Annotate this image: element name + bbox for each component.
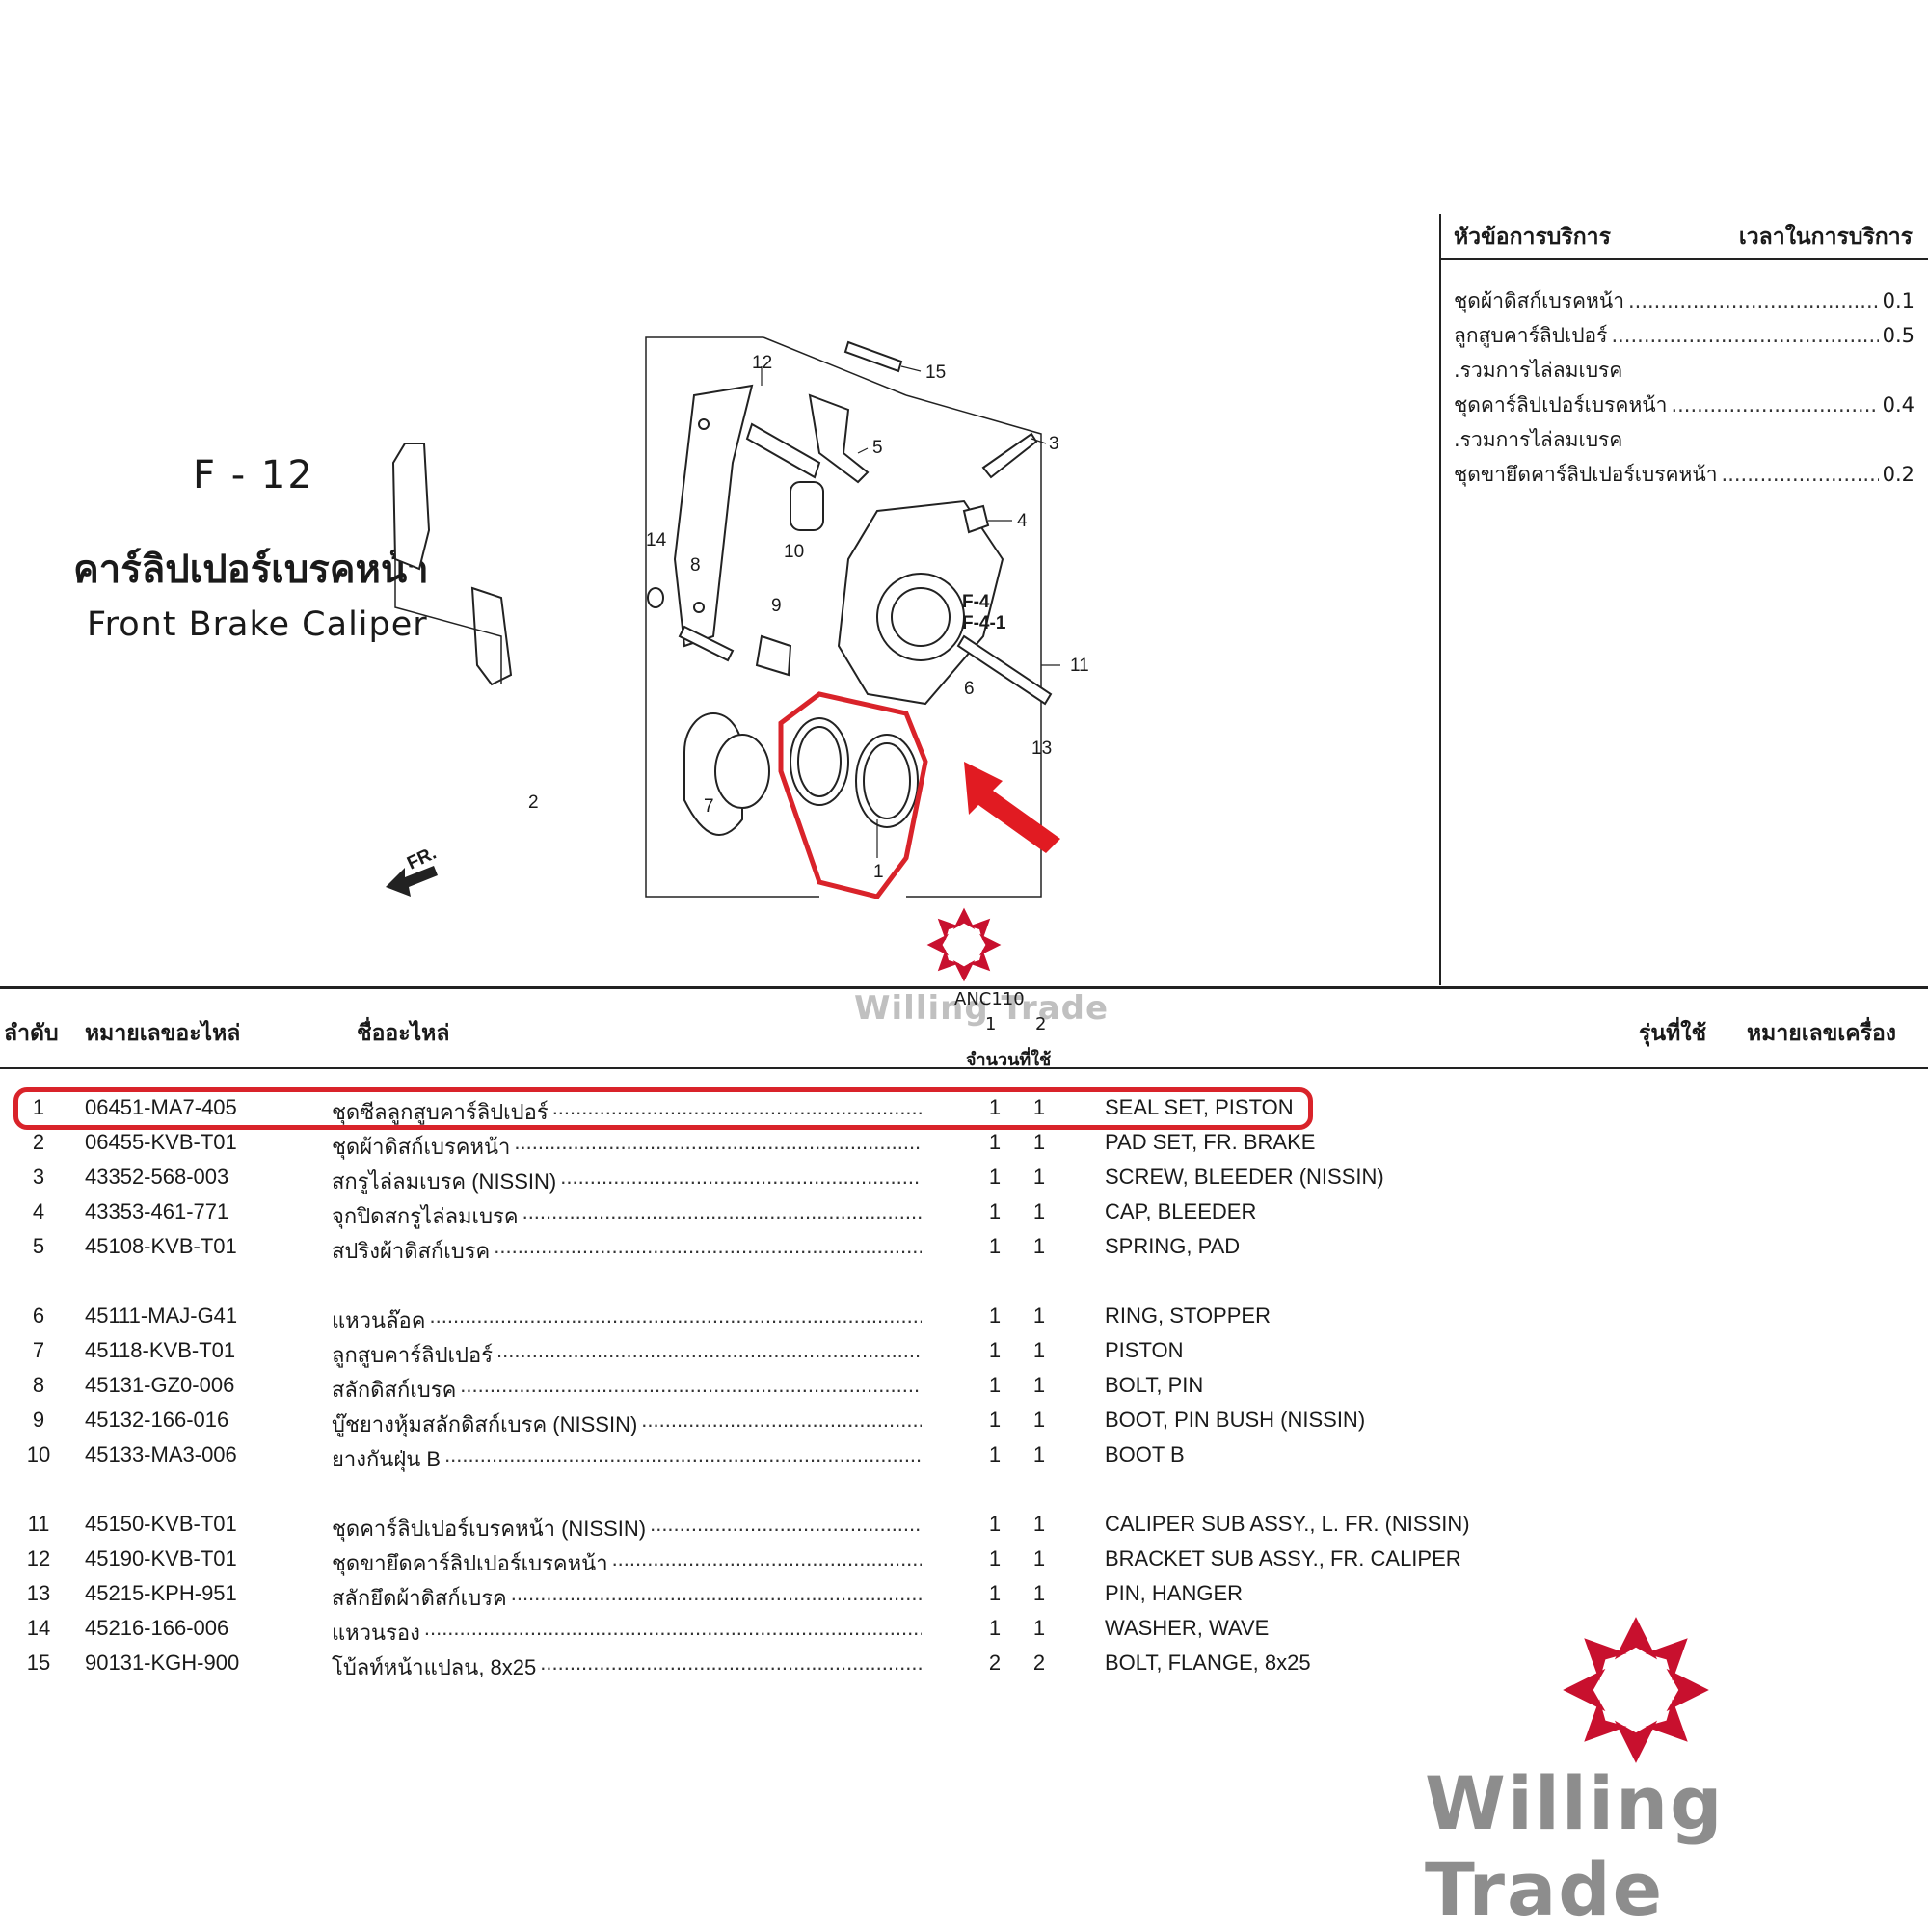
callout-10: 10 — [784, 542, 804, 562]
service-header-time: เวลาในการบริการ — [1738, 225, 1913, 250]
service-item: ชุดขายึดคาร์ลิปเปอร์เบรคหน้า0.2 — [1454, 459, 1915, 494]
callout-12: 12 — [752, 353, 772, 373]
callout-11: 11 — [1070, 656, 1089, 676]
callout-2: 2 — [528, 792, 539, 813]
callout-4: 4 — [1017, 511, 1028, 531]
column-header-variant-2: 2 — [1035, 1014, 1047, 1034]
callout-9: 9 — [771, 596, 782, 616]
section-code: F - 12 — [193, 453, 314, 497]
column-header-model-name: ANC110 — [954, 989, 1025, 1009]
panel-divider — [1439, 214, 1441, 985]
callout-5: 5 — [872, 438, 883, 458]
column-header-quantity: จำนวนที่ใช้ — [966, 1050, 1052, 1070]
callout-14: 14 — [646, 530, 667, 550]
column-header-variant-1: 1 — [985, 1014, 997, 1034]
service-item: ชุดผ้าดิสก์เบรคหน้า0.1 — [1454, 285, 1915, 320]
service-header-title: หัวข้อการบริการ — [1454, 225, 1611, 250]
highlight-arrow — [964, 762, 1060, 853]
service-list: ชุดผ้าดิสก์เบรคหน้า0.1 ลูกสูบคาร์ลิปเปอร… — [1454, 285, 1915, 494]
callout-6: 6 — [964, 679, 975, 699]
callout-7: 7 — [704, 796, 714, 817]
highlight-marker — [778, 691, 928, 899]
company-logo-text: Willing Trade — [1425, 1760, 1725, 1932]
company-logo-large — [1563, 1617, 1709, 1763]
column-header-part-name: ชื่ออะไหล่ — [357, 1021, 450, 1046]
company-logo-small — [926, 907, 1002, 982]
callout-3: 3 — [1049, 434, 1059, 454]
column-header-part-number: หมายเลขอะไหล่ — [85, 1021, 241, 1046]
column-header-no: ลำดับ — [4, 1021, 59, 1046]
ref-f4: F-4 — [962, 592, 990, 612]
highlighted-row-outline — [13, 1087, 1313, 1130]
service-item-note: .รวมการไล่ลมเบรค — [1454, 359, 1623, 382]
service-item: ลูกสูบคาร์ลิปเปอร์0.5 — [1454, 320, 1915, 355]
table-header-rule — [0, 1067, 1928, 1069]
column-header-frame-number: หมายเลขเครื่อง — [1747, 1021, 1897, 1046]
page-title-english: Front Brake Caliper — [87, 605, 428, 644]
panel-header-rule — [1439, 258, 1928, 260]
ref-f4-1: F-4-1 — [962, 613, 1006, 633]
service-item-note: .รวมการไล่ลมเบรค — [1454, 428, 1623, 451]
watermark-text: Willing Trade — [854, 989, 1110, 1028]
callout-15: 15 — [925, 362, 946, 383]
callout-1: 1 — [873, 862, 884, 882]
page-title-thai: คาร์ลิปเปอร์เบรคหน้า — [73, 548, 429, 592]
direction-arrow-icon — [386, 866, 438, 897]
callout-13: 13 — [1031, 738, 1052, 759]
column-header-model: รุ่นที่ใช้ — [1639, 1021, 1707, 1046]
callout-8: 8 — [690, 555, 701, 576]
service-item: ชุดคาร์ลิปเปอร์เบรคหน้า0.4 — [1454, 389, 1915, 424]
exploded-parts-diagram: 12 15 5 3 10 14 8 4 9 F-4 F-4-1 6 11 13 … — [386, 336, 1089, 899]
table-top-rule — [0, 986, 1928, 989]
